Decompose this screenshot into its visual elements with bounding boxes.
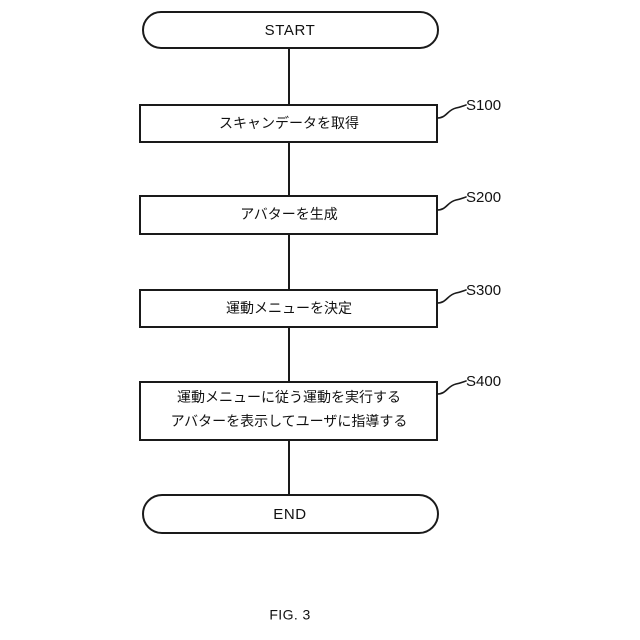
process-box-s400-label-line1: 運動メニューに従う運動を実行する xyxy=(177,390,401,406)
process-box-s200: アバターを生成 S200 xyxy=(139,189,501,235)
process-box-s400: 運動メニューに従う運動を実行する アバターを表示してユーザに指導する S400 xyxy=(139,373,501,441)
process-box-s100: スキャンデータを取得 S100 xyxy=(139,97,501,143)
step-label-s200: S200 xyxy=(466,189,501,206)
process-box-s400-label-line2: アバターを表示してユーザに指導する xyxy=(171,414,408,430)
process-box-s400-shape xyxy=(139,381,438,441)
process-box-s300-shape xyxy=(139,289,438,328)
process-box-s200-shape xyxy=(139,195,438,235)
start-terminal-label: START xyxy=(265,22,316,39)
leader-line-s100 xyxy=(436,104,467,119)
end-terminal: END xyxy=(142,494,439,534)
step-label-s300: S300 xyxy=(466,282,501,299)
leader-line-s200 xyxy=(436,196,467,211)
leader-line-s400 xyxy=(436,380,467,395)
end-terminal-label: END xyxy=(273,506,306,523)
start-terminal: START xyxy=(142,11,439,49)
process-box-s100-shape xyxy=(139,104,438,143)
step-label-s400: S400 xyxy=(466,373,501,390)
leader-line-s300 xyxy=(436,289,467,304)
process-box-s300-label: 運動メニューを決定 xyxy=(226,301,352,317)
process-box-s100-label: スキャンデータを取得 xyxy=(219,115,359,132)
step-label-s100: S100 xyxy=(466,97,501,114)
start-terminal-shape xyxy=(142,11,439,49)
figure-caption: FIG. 3 xyxy=(269,607,310,623)
process-box-s200-label: アバターを生成 xyxy=(240,207,337,223)
process-box-s300: 運動メニューを決定 S300 xyxy=(139,282,501,328)
end-terminal-shape xyxy=(142,494,439,534)
